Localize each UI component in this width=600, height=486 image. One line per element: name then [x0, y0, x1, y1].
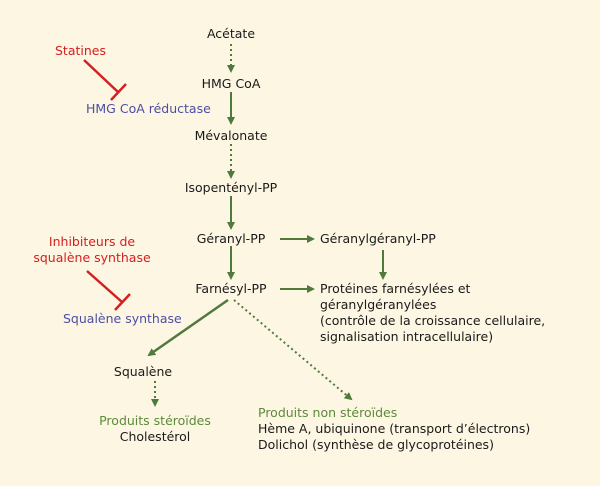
inhibitor-statines: Statines [55, 43, 106, 58]
proteins-line-3: (contrôle de la croissance cellulaire, [320, 313, 546, 328]
node-isopentenyl-pp: Isopentényl-PP [184, 180, 278, 195]
node-geranyl-pp: Géranyl-PP [196, 231, 266, 246]
nonsteroid-products-block: Produits non stéroïdes Hème A, ubiquinon… [258, 405, 530, 453]
node-mevalonate: Mévalonate [194, 128, 268, 143]
product-cholesterol: Cholestérol [119, 429, 191, 444]
steroid-products-block: Produits stéroïdes Cholestérol [99, 413, 211, 445]
arrow-farnesyl-to-squalene [147, 298, 229, 357]
proteins-block: Protéines farnésylées et géranylgéranylé… [320, 281, 545, 345]
inhibitor-squalene-line-2: squalène synthase [33, 250, 151, 265]
node-squalene: Squalène [113, 364, 173, 379]
inhibition-statines-bar [110, 83, 127, 101]
proteins-line-2: géranylgéranylées [320, 297, 437, 312]
inhibition-squalene-synthase [86, 270, 123, 303]
enzyme-squalene-synthase: Squalène synthase [63, 311, 182, 326]
node-farnesyl-pp: Farnésyl-PP [195, 281, 267, 296]
node-geranylgeranyl-pp: Géranylgéranyl-PP [320, 231, 436, 246]
inhibition-squalene-synthase-bar [114, 293, 131, 311]
inhibitor-squalene-synthase: Inhibiteurs de squalène synthase [33, 234, 150, 266]
enzyme-hmg-coa-reductase: HMG CoA réductase [86, 101, 211, 116]
node-hmg-coa: HMG CoA [201, 76, 261, 91]
inhibition-statines [83, 59, 119, 93]
nonsteroid-products-title: Produits non stéroïdes [258, 405, 398, 420]
proteins-line-1: Protéines farnésylées et [320, 281, 471, 296]
product-heme: Hème A, ubiquinone (transport d’électron… [258, 421, 531, 436]
inhibitor-squalene-line-1: Inhibiteurs de [48, 234, 136, 249]
arrow-farnesyl-to-nonsteroid [233, 299, 353, 401]
node-acetate: Acétate [206, 26, 256, 41]
steroid-products-title: Produits stéroïdes [99, 413, 211, 428]
proteins-line-4: signalisation intracellulaire) [320, 329, 494, 344]
product-dolichol: Dolichol (synthèse de glycoprotéines) [258, 437, 494, 452]
